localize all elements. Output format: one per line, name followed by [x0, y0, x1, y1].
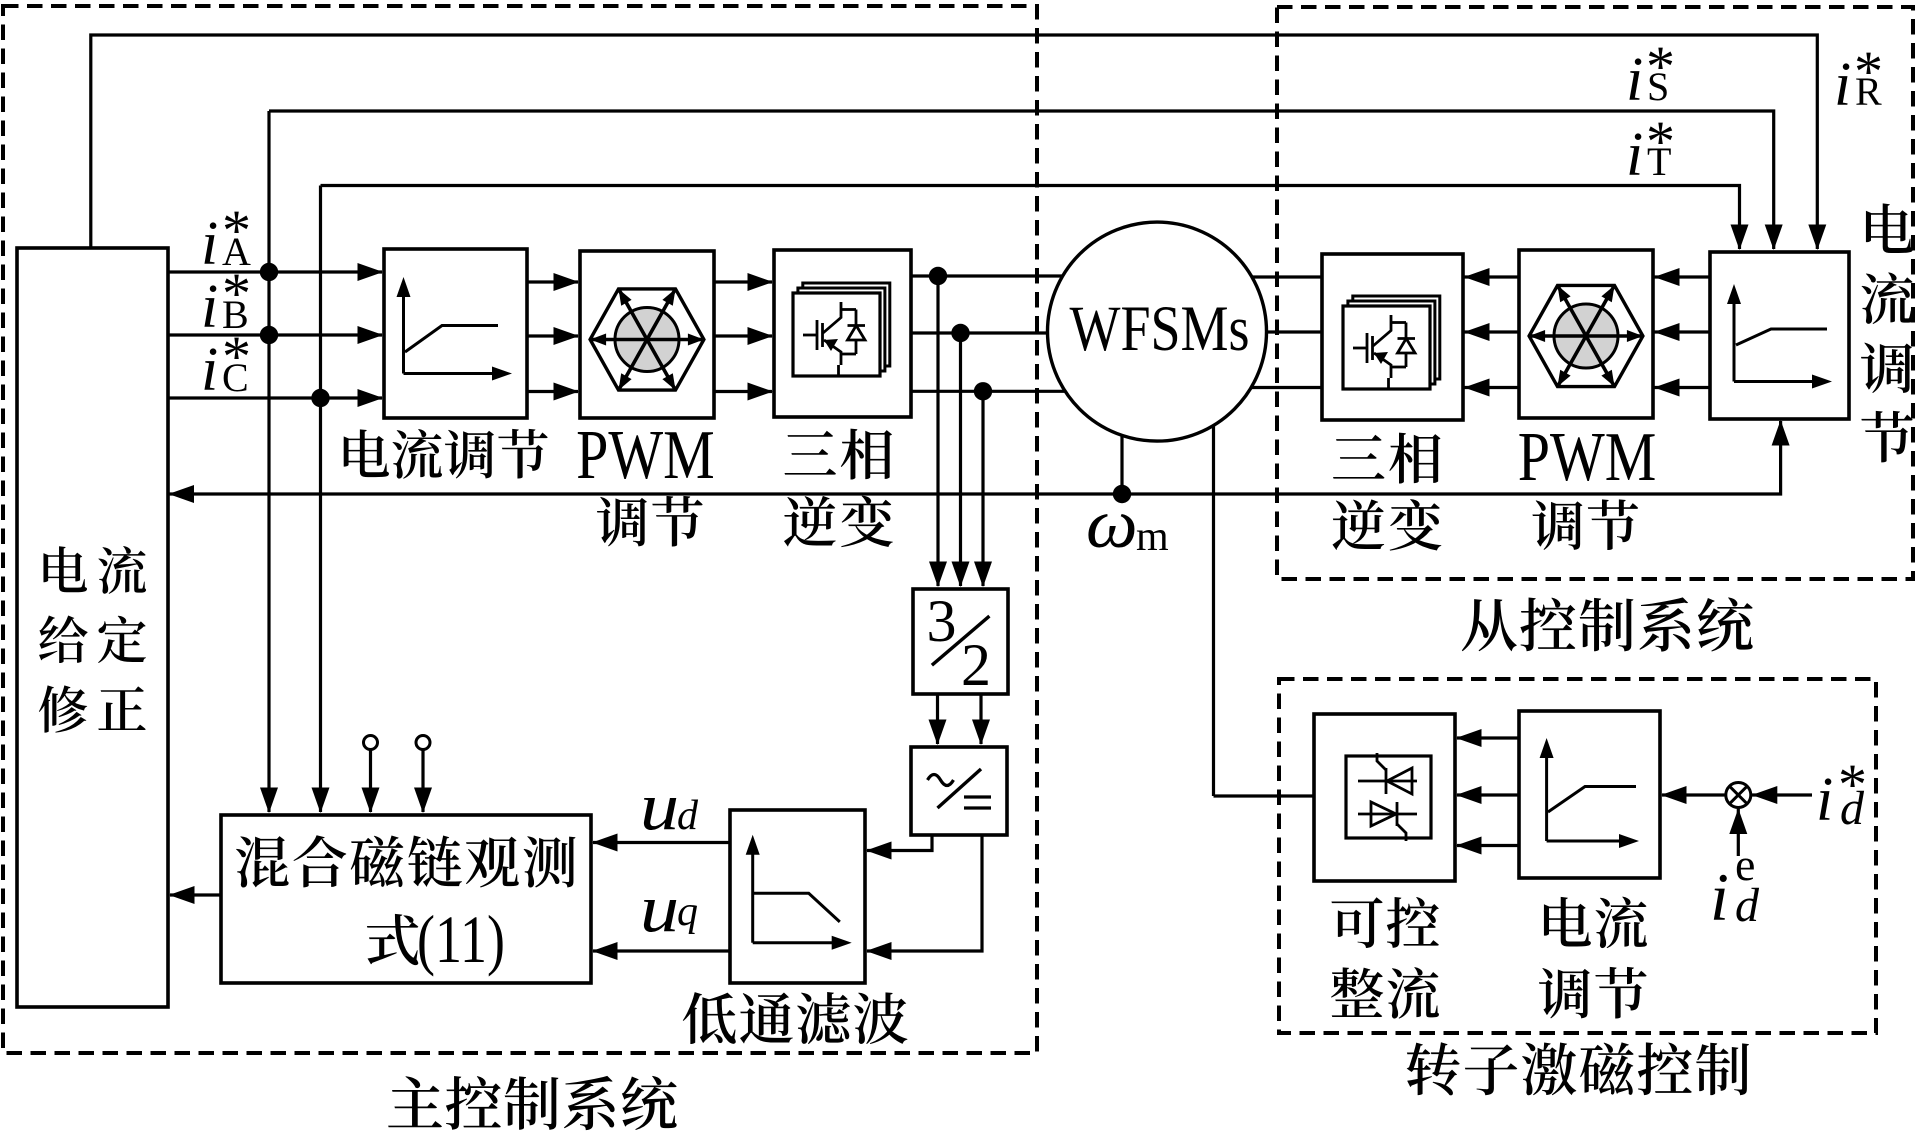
svg-text:*: * — [222, 198, 251, 263]
svg-text:R: R — [1855, 69, 1882, 114]
svg-text:*: * — [1646, 109, 1675, 174]
svg-text:*: * — [222, 261, 251, 326]
svg-text:2: 2 — [961, 632, 991, 698]
svg-text:C: C — [222, 355, 249, 400]
svg-text:i: i — [1834, 51, 1851, 119]
svg-text:e: e — [1735, 839, 1755, 890]
svg-text:S: S — [1647, 64, 1669, 109]
svg-text:i: i — [201, 273, 218, 341]
svg-text:d: d — [1840, 782, 1865, 835]
svg-text:d: d — [1735, 879, 1760, 932]
svg-text:PWM: PWM — [1518, 418, 1657, 495]
svg-text:i: i — [1626, 121, 1643, 189]
svg-text:m: m — [1136, 514, 1169, 560]
svg-text:i: i — [201, 336, 218, 404]
svg-text:3: 3 — [927, 588, 957, 654]
svg-text:A: A — [222, 229, 251, 274]
svg-text:u: u — [640, 769, 679, 844]
svg-text:T: T — [1647, 139, 1671, 184]
svg-text:ω: ω — [1086, 486, 1138, 563]
svg-text:*: * — [222, 324, 251, 389]
svg-text:*: * — [1646, 34, 1675, 99]
svg-text:WFSMs: WFSMs — [1069, 292, 1249, 364]
svg-text:i: i — [1710, 859, 1729, 935]
svg-text:B: B — [222, 292, 249, 337]
svg-text:PWM: PWM — [576, 416, 715, 493]
svg-text:i: i — [1626, 46, 1643, 114]
svg-text:(11): (11) — [417, 903, 505, 977]
svg-text:d: d — [677, 793, 699, 839]
svg-text:i: i — [201, 210, 218, 278]
svg-text:*: * — [1838, 752, 1867, 817]
svg-text:u: u — [640, 871, 679, 946]
svg-text:i: i — [1816, 766, 1833, 834]
svg-text:q: q — [677, 889, 698, 935]
svg-text:*: * — [1854, 39, 1883, 104]
